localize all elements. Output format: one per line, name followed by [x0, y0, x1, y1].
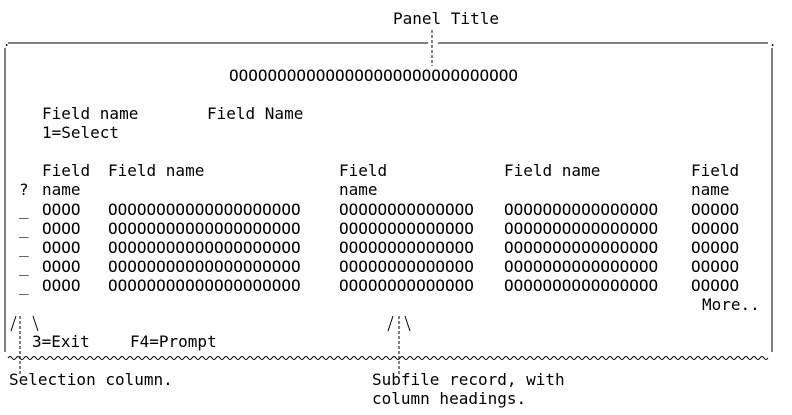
row-col3-value: OOOOOOOOOOOOOO — [339, 238, 474, 257]
row-select-field[interactable]: _ — [19, 219, 29, 238]
row-col5-value: OOOOO — [691, 276, 740, 295]
selection-leader-slash-left — [10, 315, 17, 332]
column-heading-1-line1: Field — [42, 161, 91, 180]
function-key-exit[interactable]: 3=Exit — [32, 332, 90, 351]
subfile-leader-slash-right — [404, 315, 411, 332]
header-output-field: OOOOOOOOOOOOOOOOOOOOOOOOOOOOOO — [229, 66, 518, 85]
panel-title: Panel Title — [393, 9, 499, 28]
row-col5-value: OOOOO — [691, 257, 740, 276]
row-col2-value: OOOOOOOOOOOOOOOOOOOO — [108, 219, 301, 238]
column-heading-5-line1: Field — [691, 161, 740, 180]
corner-dot-tl: . — [3, 35, 10, 49]
row-col5-value: OOOOO — [691, 200, 740, 219]
field-name-label: Field name — [42, 104, 139, 123]
row-col5-value: OOOOO — [691, 219, 740, 238]
row-col4-value: OOOOOOOOOOOOOOOO — [504, 257, 659, 276]
row-col3-value: OOOOOOOOOOOOOO — [339, 257, 474, 276]
bottom-border-wave — [7, 356, 769, 360]
column-heading-4-line1: Field name — [504, 161, 601, 180]
row-col3-value: OOOOOOOOOOOOOO — [339, 200, 474, 219]
row-col5-value: OOOOO — [691, 238, 740, 257]
row-col2-value: OOOOOOOOOOOOOOOOOOOO — [108, 276, 301, 295]
row-col1-value: OOOO — [42, 200, 81, 219]
row-col1-value: OOOO — [42, 257, 81, 276]
row-col2-value: OOOOOOOOOOOOOOOOOOOO — [108, 257, 301, 276]
corner-dot-tr: . — [769, 35, 776, 49]
column-heading-3-line2: name — [339, 180, 378, 199]
row-select-field[interactable]: _ — [19, 276, 29, 295]
row-col2-value: OOOOOOOOOOOOOOOOOOOO — [108, 238, 301, 257]
column-heading-1-line2: name — [42, 180, 81, 199]
selection-leader-slash-right — [32, 315, 39, 332]
row-select-field[interactable]: _ — [19, 200, 29, 219]
callout-subfile-line1: Subfile record, with — [372, 370, 565, 389]
column-heading-selection: ? — [19, 180, 29, 199]
row-col4-value: OOOOOOOOOOOOOOOO — [504, 238, 659, 257]
row-col4-value: OOOOOOOOOOOOOOOO — [504, 200, 659, 219]
row-select-field[interactable]: _ — [19, 238, 29, 257]
instructions: 1=Select — [42, 123, 120, 142]
field-name-value: Field Name — [207, 104, 304, 123]
callout-selection-column: Selection column. — [9, 370, 173, 389]
more-indicator: More.. — [702, 295, 760, 314]
subfile-leader-slash-left — [387, 315, 394, 332]
row-col3-value: OOOOOOOOOOOOOO — [339, 276, 474, 295]
column-heading-3-line1: Field — [339, 161, 388, 180]
row-col1-value: OOOO — [42, 276, 81, 295]
row-col4-value: OOOOOOOOOOOOOOOO — [504, 276, 659, 295]
row-col3-value: OOOOOOOOOOOOOO — [339, 219, 474, 238]
row-col2-value: OOOOOOOOOOOOOOOOOOOO — [108, 200, 301, 219]
column-heading-5-line2: name — [691, 180, 730, 199]
row-col4-value: OOOOOOOOOOOOOOOO — [504, 219, 659, 238]
row-col1-value: OOOO — [42, 219, 81, 238]
row-select-field[interactable]: _ — [19, 257, 29, 276]
column-heading-2-line1: Field name — [108, 161, 205, 180]
row-col1-value: OOOO — [42, 238, 81, 257]
callout-subfile-line2: column headings. — [372, 389, 527, 408]
function-key-prompt[interactable]: F4=Prompt — [130, 332, 217, 351]
